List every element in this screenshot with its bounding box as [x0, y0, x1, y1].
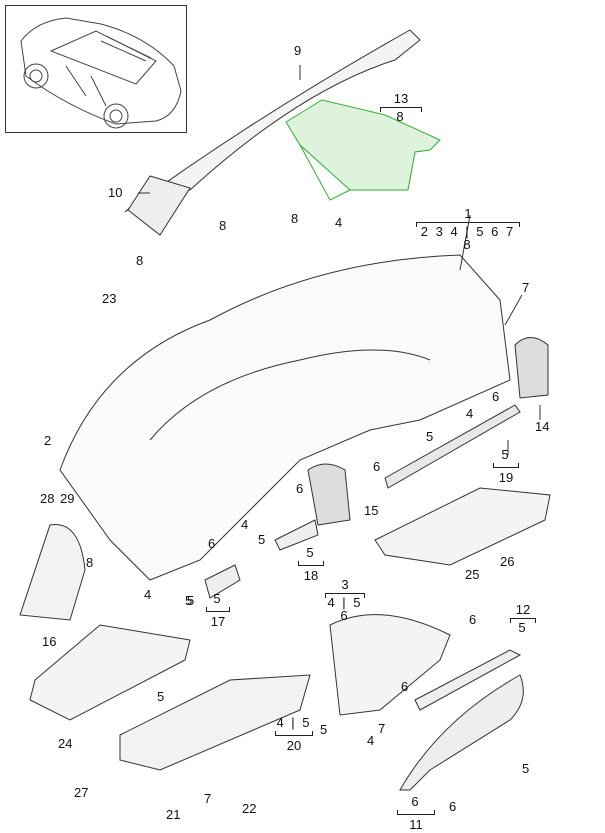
group-callout-17[interactable]: 5 17 — [206, 591, 230, 629]
callout-5[interactable]: 5 — [187, 593, 195, 608]
group-subitems: 4 | 5 6 — [327, 595, 363, 623]
callout-5[interactable]: 5 — [320, 722, 328, 737]
group-callout-1[interactable]: 1 2 3 4 | 5 6 7 8 — [416, 207, 520, 251]
part-14-vent — [514, 337, 549, 399]
callout-10[interactable]: 10 — [108, 185, 123, 200]
callout-2[interactable]: 2 — [44, 433, 52, 448]
bracket — [416, 222, 520, 227]
group-head: 11 — [409, 817, 423, 832]
bracket — [206, 607, 230, 612]
group-callout-19[interactable]: 5 19 — [493, 447, 519, 485]
group-subitems: 5 — [518, 620, 528, 635]
callout-24[interactable]: 24 — [58, 736, 73, 751]
callout-21[interactable]: 21 — [166, 807, 181, 822]
callout-7[interactable]: 7 — [204, 791, 212, 806]
vehicle-thumbnail[interactable] — [5, 5, 187, 133]
bracket — [510, 618, 536, 623]
part-9-upper-trim — [124, 29, 421, 213]
bracket — [275, 731, 313, 736]
bracket — [397, 810, 435, 815]
callout-5[interactable]: 5 — [258, 532, 266, 547]
callout-6[interactable]: 6 — [449, 799, 457, 814]
group-subitems: 5 — [501, 447, 511, 462]
callout-4[interactable]: 4 — [144, 587, 152, 602]
callout-29[interactable]: 29 — [60, 491, 75, 506]
group-head: 19 — [498, 470, 514, 485]
group-callout-18[interactable]: 5 18 — [298, 545, 324, 583]
group-head: 17 — [210, 614, 226, 629]
callout-28[interactable]: 28 — [40, 491, 55, 506]
part-10-side-trim — [127, 175, 191, 236]
callout-4[interactable]: 4 — [367, 733, 375, 748]
callout-6[interactable]: 6 — [373, 459, 381, 474]
part-18-cover — [274, 519, 319, 551]
part-16-side-cover — [19, 524, 86, 621]
part-20-knee-panel — [119, 674, 311, 771]
group-head: 13 — [393, 91, 409, 106]
callout-4[interactable]: 4 — [241, 517, 249, 532]
callout-8[interactable]: 8 — [86, 555, 94, 570]
group-subitems: 8 — [396, 109, 406, 124]
group-head: 18 — [303, 568, 319, 583]
group-head: 12 — [515, 602, 531, 617]
group-callout-3[interactable]: 3 4 | 5 6 — [325, 578, 365, 622]
callout-8[interactable]: 8 — [291, 211, 299, 226]
callout-23[interactable]: 23 — [102, 291, 117, 306]
callout-14[interactable]: 14 — [535, 419, 550, 434]
callout-25[interactable]: 25 — [465, 567, 480, 582]
callout-8[interactable]: 8 — [136, 253, 144, 268]
callout-16[interactable]: 16 — [42, 634, 57, 649]
callout-26[interactable]: 26 — [500, 554, 515, 569]
callout-4[interactable]: 4 — [466, 406, 474, 421]
group-subitems: 5 — [306, 545, 316, 560]
suv-icon — [20, 17, 182, 129]
group-head: 20 — [286, 738, 302, 753]
callout-5[interactable]: 5 — [157, 689, 165, 704]
part-13-green-panel — [285, 99, 441, 191]
part-24-under-panel — [29, 624, 191, 721]
bracket — [298, 561, 324, 566]
group-callout-11[interactable]: 6 11 — [397, 794, 435, 832]
group-subitems: 6 — [411, 794, 421, 809]
bracket — [325, 593, 365, 598]
callout-5[interactable]: 5 — [185, 593, 193, 608]
callout-15[interactable]: 15 — [364, 503, 379, 518]
callout-4[interactable]: 4 — [335, 215, 343, 230]
callout-6[interactable]: 6 — [469, 612, 477, 627]
group-callout-20[interactable]: 4 | 5 20 — [275, 715, 313, 753]
group-subitems: 4 | 5 — [276, 715, 312, 730]
callout-8[interactable]: 8 — [219, 218, 227, 233]
part-1-dashboard-main — [59, 254, 511, 581]
bracket — [380, 107, 422, 112]
callout-6[interactable]: 6 — [492, 389, 500, 404]
callout-5[interactable]: 5 — [426, 429, 434, 444]
group-subitems: 2 3 4 | 5 6 7 8 — [420, 224, 516, 252]
bracket — [493, 463, 519, 468]
part-3-glovebox — [329, 614, 451, 716]
part-12-trim — [414, 649, 522, 711]
group-callout-12[interactable]: 12 5 — [510, 603, 536, 634]
part-11-lower-trim — [399, 674, 524, 791]
group-callout-13[interactable]: 13 8 — [380, 92, 422, 123]
callout-6[interactable]: 6 — [401, 679, 409, 694]
callout-7[interactable]: 7 — [522, 280, 530, 295]
group-head: 3 — [341, 577, 349, 592]
callout-7[interactable]: 7 — [378, 721, 386, 736]
part-19-trim-strip — [384, 404, 521, 489]
part-15-vent — [307, 463, 351, 526]
group-head: 1 — [464, 206, 472, 221]
callout-6[interactable]: 6 — [296, 481, 304, 496]
callout-27[interactable]: 27 — [74, 785, 89, 800]
callout-22[interactable]: 22 — [242, 801, 257, 816]
callout-6[interactable]: 6 — [208, 536, 216, 551]
part-17-cover — [204, 564, 241, 599]
callout-5[interactable]: 5 — [522, 761, 530, 776]
part-25-lower-panel — [374, 487, 551, 566]
callout-9[interactable]: 9 — [294, 43, 302, 58]
group-subitems: 5 — [213, 591, 223, 606]
